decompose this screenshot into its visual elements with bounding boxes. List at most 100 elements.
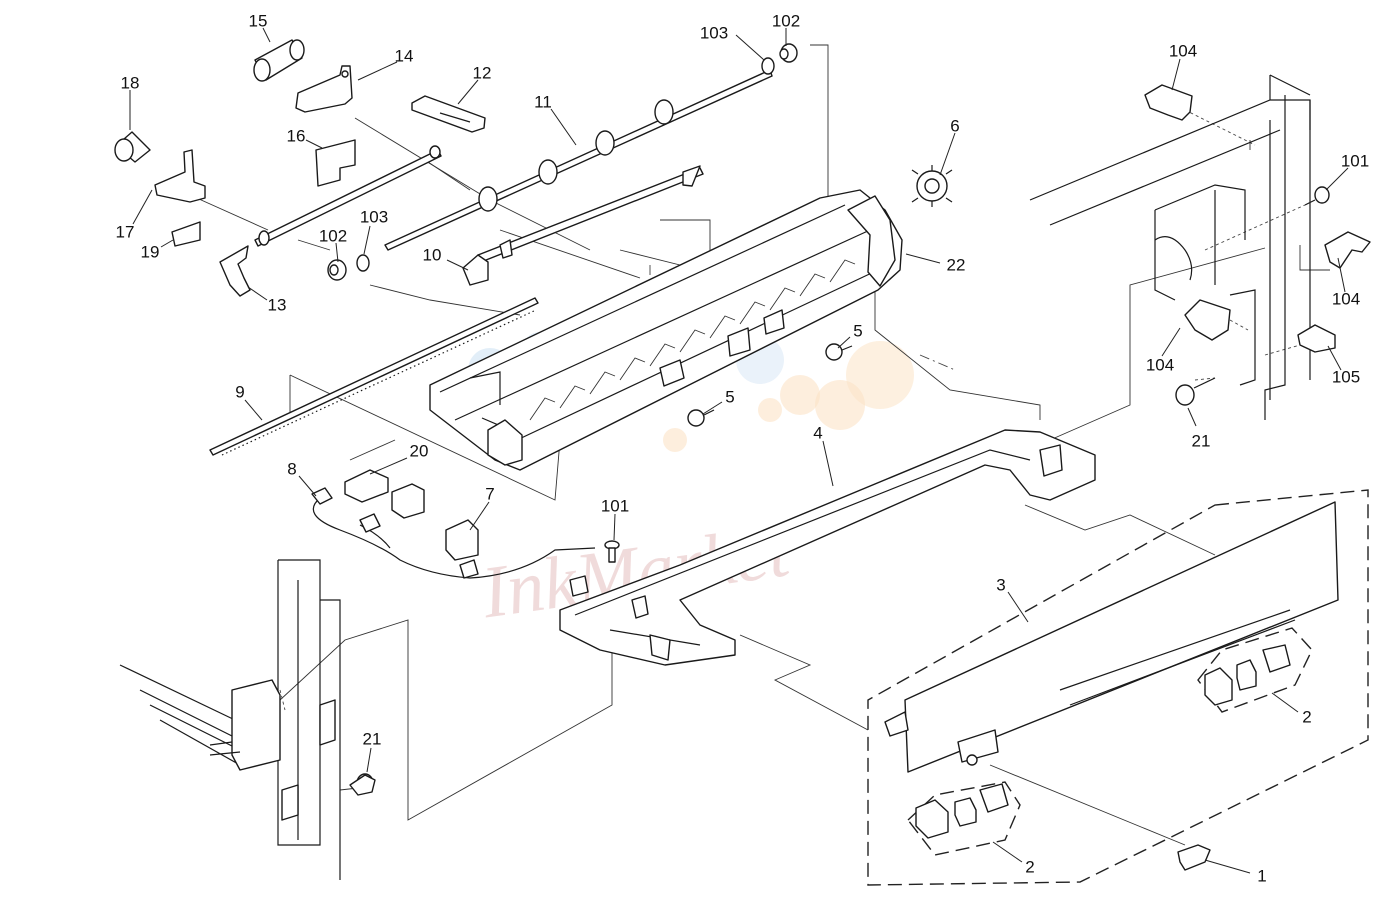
leader-line-21b <box>366 747 372 773</box>
part-14-holder <box>295 65 353 113</box>
part-11-roller-shaft <box>384 69 773 251</box>
leader-line-16 <box>305 139 323 149</box>
part-8-harness <box>311 487 596 579</box>
leader-line-12 <box>457 79 479 105</box>
leader-line-13 <box>247 286 268 301</box>
leader-line-15 <box>262 27 271 43</box>
callout-21b: 21 <box>363 729 382 748</box>
part-103-ring-left <box>356 254 370 272</box>
callout-11: 11 <box>534 92 552 111</box>
callout-102b: 102 <box>319 226 347 245</box>
leader-line-4 <box>822 440 834 487</box>
leader-line-20 <box>369 457 408 475</box>
part-5-knob-right <box>825 343 853 361</box>
callout-15: 15 <box>249 11 268 30</box>
part-3-board <box>884 501 1339 773</box>
part-104-latch-right <box>1324 231 1371 269</box>
part-21-bushing-left <box>349 773 376 796</box>
leader-line-8 <box>298 475 317 497</box>
subgroup-2-bottom <box>907 781 1021 856</box>
callout-20: 20 <box>410 441 429 460</box>
callout-21a: 21 <box>1192 431 1211 450</box>
leader-line-1 <box>1204 859 1251 874</box>
callout-4: 4 <box>813 423 822 442</box>
part-17-holder <box>154 149 206 203</box>
callout-17: 17 <box>116 222 135 241</box>
callout-7: 7 <box>485 484 494 503</box>
part-103-ring-top <box>761 57 775 75</box>
leader-line-101a <box>1325 167 1349 191</box>
part-18-roller <box>114 131 151 163</box>
part-102-bushing-top <box>779 43 798 63</box>
callout-104b: 104 <box>1332 289 1360 308</box>
callout-101b: 101 <box>601 496 629 515</box>
leader-line-3 <box>1007 591 1029 623</box>
leader-line-105 <box>1327 345 1342 371</box>
callout-3: 3 <box>996 575 1005 594</box>
leader-line-21a <box>1187 407 1197 427</box>
callout-22: 22 <box>947 255 966 274</box>
callout-9: 9 <box>235 382 244 401</box>
callout-104a: 104 <box>1169 41 1197 60</box>
part-16-plate <box>315 139 356 187</box>
part-21-bushing-right <box>1175 377 1216 406</box>
leader-line-22 <box>905 253 941 264</box>
part-5-knob-left <box>687 409 715 427</box>
guide-lines <box>189 44 1330 846</box>
leader-line-11 <box>550 108 577 146</box>
callout-19: 19 <box>141 242 160 261</box>
leader-line-103b <box>363 225 371 255</box>
leader-line-14 <box>357 61 398 81</box>
part-15-roller <box>253 39 305 82</box>
callout-1: 1 <box>1257 866 1266 885</box>
callout-102a: 102 <box>772 11 800 30</box>
leader-line-7 <box>469 501 490 531</box>
callout-103a: 103 <box>700 23 728 42</box>
leader-line-104a <box>1171 58 1181 91</box>
part-101-screw-right <box>1304 186 1330 206</box>
part-2-clamps-bottom <box>915 783 1009 839</box>
callout-101a: 101 <box>1341 151 1369 170</box>
leader-line-104b <box>1337 257 1346 293</box>
right-machine-frame <box>1029 74 1311 420</box>
callout-103b: 103 <box>360 207 388 226</box>
part-20-sensor <box>344 469 425 519</box>
leader-line-101b <box>613 513 616 541</box>
part-101-screw-bottom <box>604 540 620 563</box>
assembly-3-boundary <box>867 489 1369 886</box>
part-12-bracket <box>411 95 486 133</box>
leader-line-5a <box>837 336 851 349</box>
leader-line-17 <box>132 189 153 225</box>
part-104-latch-top <box>1144 84 1193 121</box>
leader-line-19 <box>160 239 174 248</box>
callout-10: 10 <box>423 245 442 264</box>
callout-2a: 2 <box>1302 707 1311 726</box>
leader-line-2b <box>992 841 1023 863</box>
callout-14: 14 <box>395 46 414 65</box>
leader-line-103a <box>735 34 765 61</box>
callout-18: 18 <box>121 73 140 92</box>
callout-5a: 5 <box>853 321 862 340</box>
leader-line-5b <box>702 401 723 415</box>
leader-line-9 <box>244 399 263 421</box>
part-6-gear <box>911 165 953 207</box>
leader-line-2a <box>1271 692 1299 713</box>
part-104-latch-middle <box>1184 299 1231 341</box>
callout-5b: 5 <box>725 387 734 406</box>
part-19-plate <box>171 221 201 247</box>
leader-line-102b <box>335 242 339 263</box>
part-13-lever-shaft <box>219 145 442 297</box>
part-10-actuator-rod <box>462 165 704 286</box>
part-4-frame <box>559 429 1096 666</box>
leader-line-6 <box>939 132 956 176</box>
part-105-clip <box>1297 324 1336 353</box>
part-102-bushing-left <box>327 259 347 281</box>
leader-line-10 <box>446 259 469 271</box>
callout-105: 105 <box>1332 367 1360 386</box>
callout-16: 16 <box>287 126 306 145</box>
subgroup-2-right <box>1197 627 1313 713</box>
callout-104c: 104 <box>1146 355 1174 374</box>
part-1-clip <box>1177 844 1211 871</box>
